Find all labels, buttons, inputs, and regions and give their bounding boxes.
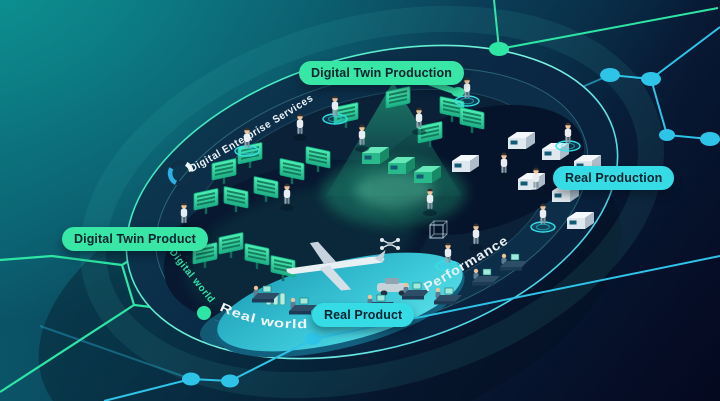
worker-figure-highlighted	[530, 203, 556, 233]
monitor-icon	[218, 232, 244, 259]
desk-icon	[402, 282, 430, 300]
worker-figure-highlighted	[234, 127, 260, 157]
callout-label: Digital Twin Product	[74, 232, 196, 246]
callout-label: Real Product	[324, 308, 403, 322]
monitor-icon	[459, 107, 485, 134]
progress-ring-icon	[167, 160, 194, 186]
platform-halo	[80, 5, 664, 399]
machine-icon	[452, 155, 479, 172]
worker-figure	[469, 223, 483, 251]
desk-icon	[289, 297, 317, 315]
monitor-icon	[305, 146, 331, 173]
airplane-icon	[286, 241, 386, 291]
monitor-wall	[192, 86, 485, 282]
monitor-icon	[417, 121, 443, 148]
monitor-icon	[211, 158, 237, 185]
network-node-icon	[182, 42, 720, 388]
drone-icon	[380, 238, 400, 250]
monitor-icon	[244, 243, 270, 270]
worker-figure-highlighted	[555, 122, 581, 152]
worker-figure	[355, 124, 369, 152]
callout-label: Digital Twin Production	[311, 66, 452, 80]
worker-figure	[529, 167, 543, 195]
callout-real-product[interactable]: Real Product	[312, 303, 415, 327]
callout-digital-twin-product[interactable]: Digital Twin Product	[62, 227, 208, 251]
desk-icon	[472, 268, 500, 286]
monitor-icon	[385, 86, 411, 113]
machine-icon	[414, 166, 441, 183]
worker-figure-highlighted	[435, 242, 461, 272]
desk-icon	[434, 287, 462, 305]
worker-figure	[497, 152, 511, 180]
callout-label: Real Production	[565, 171, 663, 185]
monitor-icon	[253, 176, 279, 203]
monitor-icon	[193, 188, 219, 215]
worker-figure	[412, 107, 426, 135]
worker-figure	[423, 188, 437, 216]
monitor-icon	[223, 186, 249, 213]
monitor-icon	[279, 158, 305, 185]
worker-figure-highlighted	[322, 95, 348, 125]
machine-icon	[362, 147, 389, 164]
machine-icon	[567, 212, 594, 229]
worker-figure	[293, 113, 307, 141]
callout-real-production[interactable]: Real Production	[553, 166, 675, 190]
monitor-icon	[439, 96, 465, 123]
callout-digital-twin-production[interactable]: Digital Twin Production	[299, 61, 464, 85]
desk-icon	[252, 285, 280, 303]
worker-figure	[280, 183, 294, 211]
machine-icon	[508, 132, 535, 149]
hologram-cube-icon	[429, 220, 448, 239]
worker-figure-highlighted	[454, 77, 480, 107]
desk-icon	[500, 253, 528, 271]
machine-icon	[388, 157, 415, 174]
